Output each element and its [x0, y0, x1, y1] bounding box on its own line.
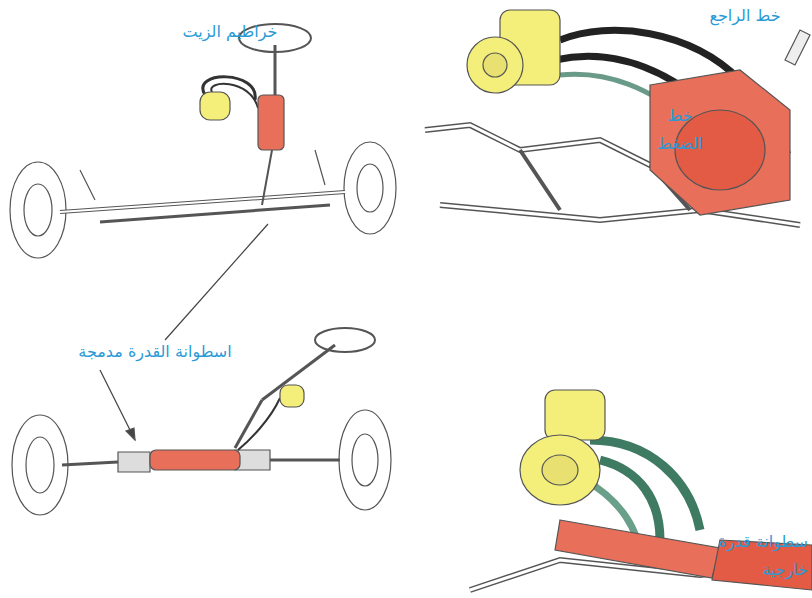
pump-gearbox-top-right — [425, 10, 810, 225]
chassis-bottom-left — [12, 328, 391, 515]
leader-arrow — [100, 370, 135, 440]
chassis-top-left — [10, 24, 396, 258]
leader-line — [165, 224, 268, 340]
part-label: خراطيم الزيت — [165, 18, 295, 46]
leader-arrowhead — [126, 428, 135, 440]
external-cylinder-bottom-right — [470, 390, 812, 590]
part-label: خط الراجع — [690, 2, 800, 30]
part-label: اسطوانة القدرة مدمجة — [20, 338, 290, 366]
part-label: خط الضغط — [648, 102, 712, 158]
part-label: سطوانة قدرة خارجية — [712, 528, 808, 584]
